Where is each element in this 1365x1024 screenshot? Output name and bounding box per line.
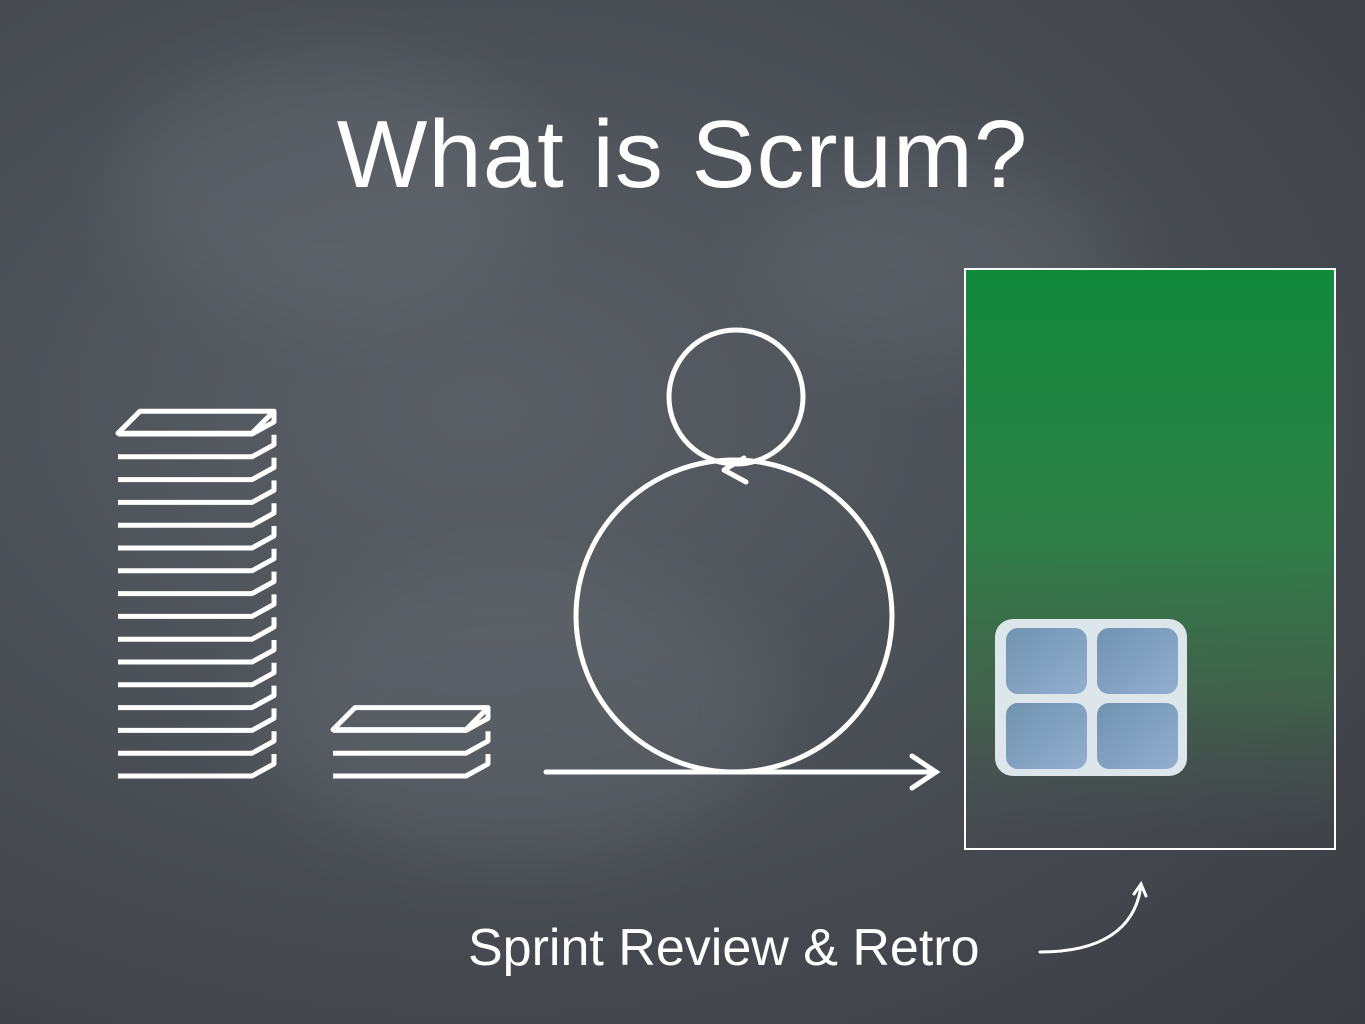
increment-tile	[1006, 628, 1087, 694]
timeline-arrow-icon	[543, 753, 941, 791]
stack-card	[118, 571, 277, 597]
stack-top-card	[115, 408, 277, 436]
loop-arrowhead-icon	[721, 455, 749, 485]
product-backlog-stack-icon	[115, 408, 277, 779]
stack-card	[118, 640, 277, 665]
increment-tile	[1006, 703, 1087, 769]
chalk-smudge	[260, 560, 780, 860]
stack-card	[118, 662, 277, 688]
stack-card	[118, 594, 277, 619]
stack-top-card	[330, 705, 491, 733]
increment-window-icon	[995, 619, 1187, 776]
stack-card	[118, 617, 277, 642]
stack-card	[118, 480, 277, 505]
slide-caption: Sprint Review & Retro	[468, 919, 980, 977]
increment-tile	[1097, 703, 1178, 769]
stack-card	[333, 708, 491, 733]
stack-card	[118, 526, 277, 551]
stack-card	[118, 548, 277, 574]
sprint-circle	[573, 457, 895, 775]
stack-card	[118, 708, 277, 733]
chalk-smudge	[120, 60, 540, 320]
increment-tile	[1097, 628, 1178, 694]
stack-card	[118, 503, 277, 528]
sprint-cycle-icon	[573, 327, 895, 775]
stack-card	[333, 731, 491, 756]
stack-card	[118, 412, 277, 437]
stack-card	[118, 754, 277, 779]
sprint-backlog-stack-icon	[330, 705, 491, 779]
daily-scrum-loop-icon	[666, 327, 806, 467]
pointer-arrow-icon	[1038, 880, 1148, 954]
stack-card	[118, 685, 277, 711]
stack-card	[118, 731, 277, 756]
stack-card	[118, 457, 277, 483]
slide-title: What is Scrum?	[336, 101, 1029, 208]
stack-card	[118, 434, 277, 460]
stack-card	[333, 754, 491, 779]
